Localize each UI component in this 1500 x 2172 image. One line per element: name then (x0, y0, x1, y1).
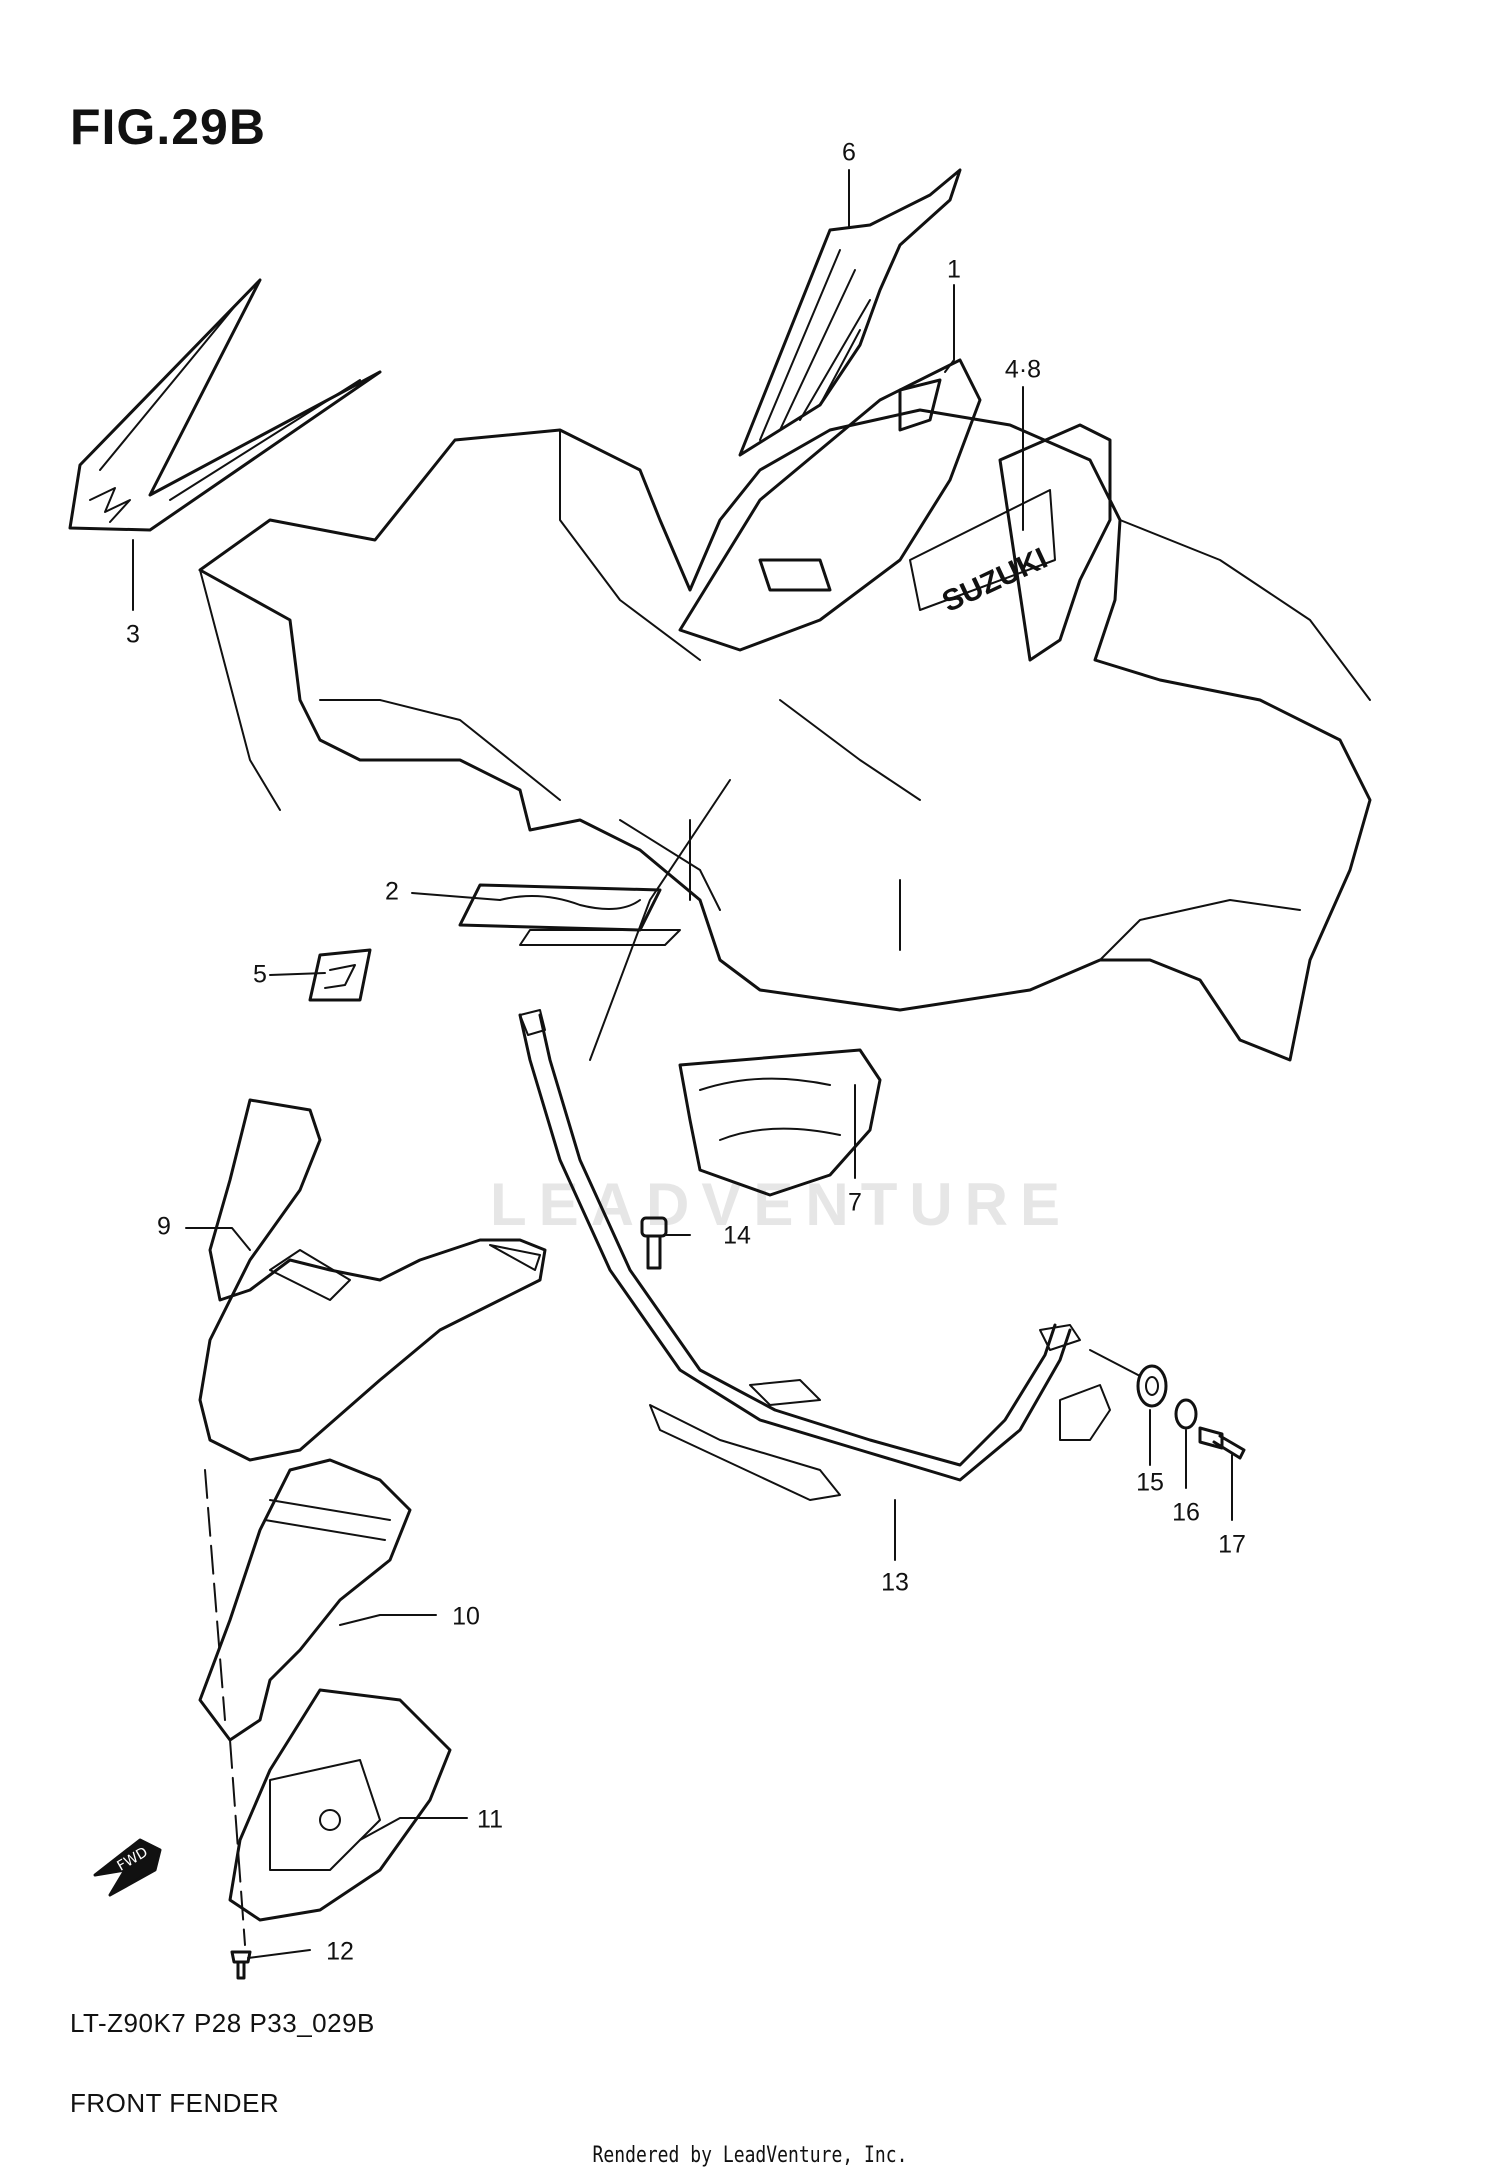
callout-15: 15 (1136, 1468, 1164, 1497)
screw-12 (230, 1950, 252, 1980)
leader-lines (132, 169, 1233, 1959)
callout-10: 10 (452, 1602, 480, 1631)
side-cover: SUZUKI (909, 423, 1112, 662)
bolt-17 (1198, 1426, 1246, 1460)
section-name: FRONT FENDER (70, 2088, 280, 2118)
z-stripe-decal (68, 278, 382, 532)
leadventure-watermark: LEADVENTURE (490, 1171, 1073, 1238)
cushion-15 (1136, 1364, 1168, 1408)
callout-17: 17 (1218, 1530, 1246, 1559)
callout-12: 12 (326, 1937, 354, 1966)
grille-panel (198, 1458, 412, 1742)
callout-16: 16 (1172, 1498, 1200, 1527)
callout-13: 13 (881, 1568, 909, 1597)
callout-11: 11 (477, 1805, 503, 1834)
callout-4-8: 4·8 (1004, 355, 1042, 384)
callout-6: 6 (842, 138, 856, 167)
callout-1: 1 (947, 255, 961, 284)
suzuki-decal-text: SUZUKI (937, 542, 1052, 619)
rendered-by-credit: Rendered by LeadVenture, Inc. (592, 2143, 908, 2168)
bolt-14 (640, 1216, 668, 1270)
callout-5: 5 (253, 960, 267, 989)
callout-2: 2 (385, 877, 399, 906)
s-emblem (308, 948, 372, 1002)
quadsport-z90-decal (678, 1048, 882, 1197)
callout-9: 9 (157, 1212, 171, 1241)
front-guard (198, 1098, 547, 1462)
callout-3: 3 (126, 620, 140, 649)
lower-guard (228, 1688, 452, 1922)
front-bumper-bar (518, 1009, 1111, 1501)
front-fender (198, 408, 1372, 1062)
fwd-arrow-icon: FWD (93, 1838, 162, 1897)
headlight-cover (678, 358, 982, 652)
washer-16 (1174, 1398, 1198, 1430)
alignment-lines (204, 1469, 246, 1946)
quadsport-decal (458, 883, 681, 946)
callout-14: 14 (723, 1221, 751, 1250)
flame-decal (738, 168, 962, 457)
callout-7: 7 (848, 1188, 862, 1217)
figure-title: FIG.29B (70, 99, 266, 155)
model-code: LT-Z90K7 P28 P33_029B (70, 2008, 375, 2038)
